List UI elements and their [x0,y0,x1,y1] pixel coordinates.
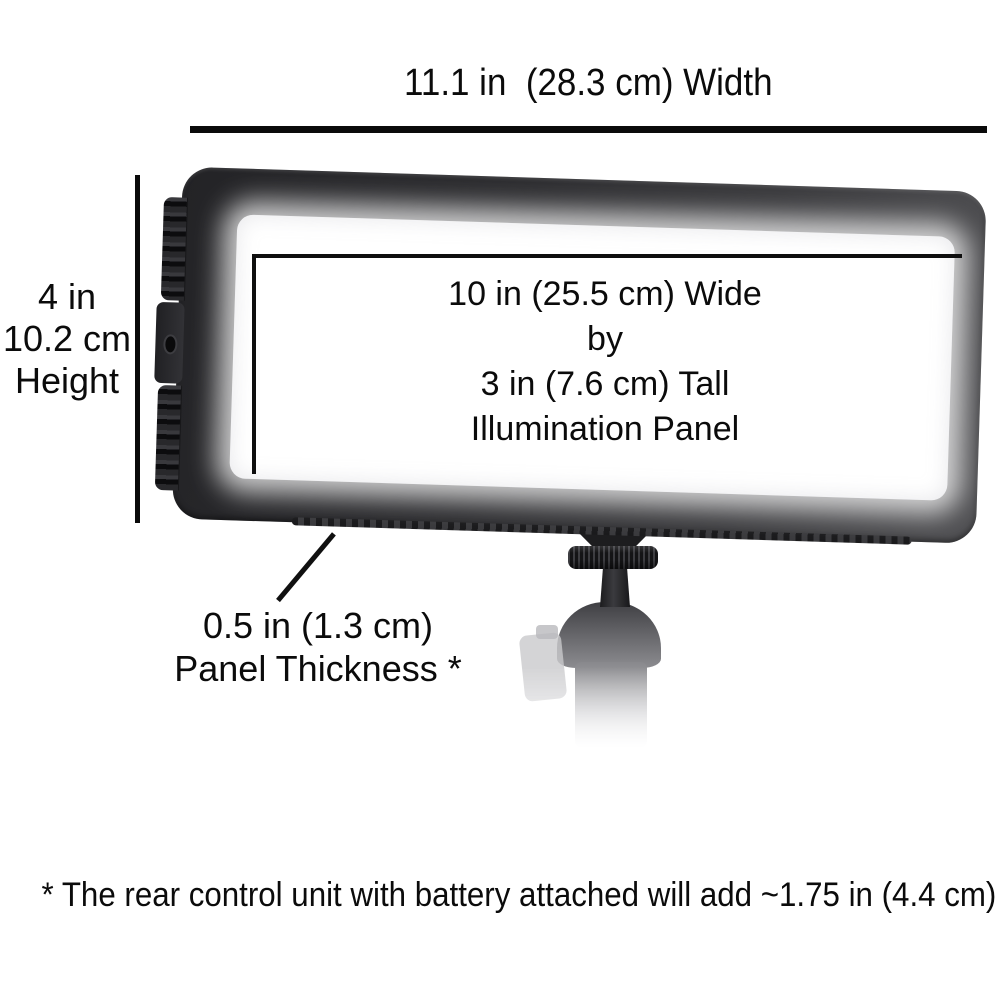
stand-nub [536,625,558,639]
illumination-width-text: 10 in (25.5 cm) Wide [448,275,762,313]
ball-head-cup [557,602,661,668]
height-value-cm: 10.2 cm [2,318,132,359]
thickness-value: 0.5 in (1.3 cm) [202,605,434,646]
height-dimension-label: 4 in 10.2 cm Height [2,276,132,402]
height-value-in: 4 in [37,276,97,317]
illumination-caption: Illumination Panel [470,410,740,448]
height-caption: Height [14,360,120,401]
heatsink-fins-bottom [154,384,182,491]
knurled-locking-ring [568,546,658,569]
illumination-area-outline [252,254,962,474]
illumination-by-text: by [587,320,623,358]
stand-column [575,662,647,747]
stand-knob [518,631,568,703]
footnote: * The rear control unit with battery att… [0,876,1000,915]
width-dimension-label: 11.1 in (28.3 cm) Width [190,62,987,105]
mount-hole [163,334,178,355]
ball-head-assembly [505,595,685,755]
illumination-height-text: 3 in (7.6 cm) Tall [480,365,730,403]
thickness-caption: Panel Thickness * [174,648,462,689]
heatsink-fins-top [160,197,188,301]
side-mount-bracket [154,301,185,384]
illumination-area-label: 10 in (25.5 cm) Wide by 3 in (7.6 cm) Ta… [252,272,958,452]
width-dimension-line [190,126,987,133]
thickness-pointer-line [276,532,336,603]
ball-head-stem [600,567,630,607]
thickness-label: 0.5 in (1.3 cm) Panel Thickness * [168,604,468,690]
footnote-text: * The rear control unit with battery att… [41,876,997,914]
height-dimension-line [135,175,140,523]
width-dimension-text: 11.1 in (28.3 cm) Width [404,62,773,104]
